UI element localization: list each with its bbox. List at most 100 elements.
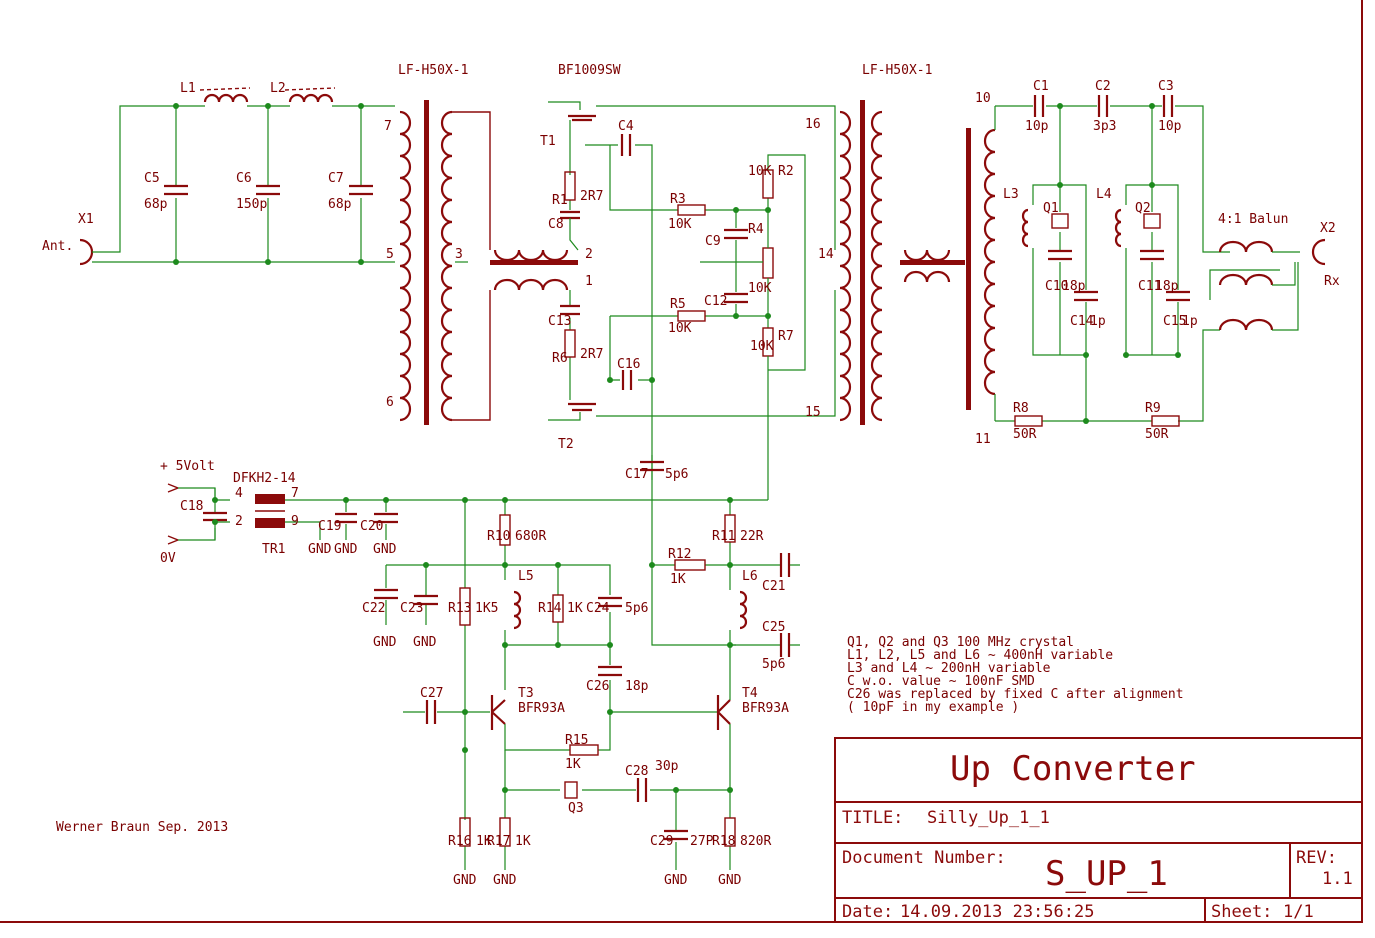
label-r9: R9 xyxy=(1145,401,1161,416)
title-block-date-value: 14.09.2013 23:56:25 xyxy=(900,902,1094,922)
transformer-right xyxy=(839,100,996,425)
label-c16: C16 xyxy=(617,357,640,372)
label-c24-value: 5p6 xyxy=(625,601,648,616)
pin-number: 4 xyxy=(235,486,243,501)
label-r18-value: 820R xyxy=(740,834,771,849)
label-c17: C17 xyxy=(625,467,648,482)
label-r11-value: 22R xyxy=(740,529,764,544)
label-r16-value: 1K xyxy=(476,834,492,849)
label-c28: C28 xyxy=(625,764,648,779)
title-block-sheet-label: Sheet: xyxy=(1211,902,1272,922)
label-r14: R14 xyxy=(538,601,562,616)
label-r2: R2 xyxy=(778,164,794,179)
label-c1: C1 xyxy=(1033,79,1049,94)
label-t4-value: BFR93A xyxy=(742,701,789,716)
label-c24: C24 xyxy=(586,601,610,616)
label-r17: R17 xyxy=(487,834,510,849)
label-c10: C10 xyxy=(1045,279,1068,294)
label-r13-value: 1K5 xyxy=(475,601,498,616)
label-r4: R4 xyxy=(748,222,764,237)
label-r8-value: 50R xyxy=(1013,427,1037,442)
pin-number: 7 xyxy=(384,119,392,134)
label-transformer-left: LF-H50X-1 xyxy=(398,63,468,78)
oscillator xyxy=(374,497,800,870)
pin-number: 10 xyxy=(975,91,991,106)
capacitor-c6 xyxy=(256,184,280,196)
label-x1: X1 xyxy=(78,212,94,227)
label-r12: R12 xyxy=(668,547,691,562)
label-c3: C3 xyxy=(1158,79,1174,94)
inductor-l1 xyxy=(203,93,249,103)
gnd-label: GND xyxy=(334,542,358,557)
label-l2: L2 xyxy=(270,81,286,96)
label-tr1: TR1 xyxy=(262,542,285,557)
notes-block: Q1, Q2 and Q3 100 MHz crystal L1, L2, L5… xyxy=(847,635,1184,715)
label-r1: R1 xyxy=(552,193,568,208)
label-r6: R6 xyxy=(552,351,568,366)
label-c28-value: 30p xyxy=(655,759,679,774)
label-t3-value: BFR93A xyxy=(518,701,565,716)
pin-number: 15 xyxy=(805,405,821,420)
label-c25-value: 5p6 xyxy=(762,657,785,672)
label-r5: R5 xyxy=(670,297,686,312)
label-c5: C5 xyxy=(144,171,160,186)
label-r12-value: 1K xyxy=(670,572,686,587)
title-block-rev-label: REV: xyxy=(1296,848,1337,868)
author-note: Werner Braun Sep. 2013 xyxy=(56,820,228,835)
gnd-label: GND xyxy=(493,873,517,888)
label-c19: C19 xyxy=(318,519,341,534)
label-c7: C7 xyxy=(328,171,344,186)
inductor-l2 xyxy=(288,93,334,103)
input-filter xyxy=(79,87,395,266)
label-c14: C14 xyxy=(1070,314,1094,329)
label-ant: Ant. xyxy=(42,239,73,254)
label-c1-value: 10p xyxy=(1025,119,1049,134)
label-c22: C22 xyxy=(362,601,385,616)
label-c4: C4 xyxy=(618,119,634,134)
transformer-left xyxy=(399,100,578,425)
pin-number: 6 xyxy=(386,395,394,410)
label-c8: C8 xyxy=(548,217,564,232)
gnd-label: GND xyxy=(373,542,397,557)
label-l3: L3 xyxy=(1003,187,1019,202)
label-t4: T4 xyxy=(742,686,758,701)
pin-number: 14 xyxy=(818,247,834,262)
label-0v: 0V xyxy=(160,551,176,566)
label-plus5: + 5Volt xyxy=(160,459,215,474)
title-block-doc-label: Document Number: xyxy=(842,848,1006,868)
note-line: C w.o. value ~ 100nF SMD xyxy=(847,674,1035,689)
label-r2-value: 10K xyxy=(748,164,772,179)
label-c26-value: 18p xyxy=(625,679,649,694)
label-r7: R7 xyxy=(778,329,794,344)
label-c29: C29 xyxy=(650,834,673,849)
label-dfkh: DFKH2-14 xyxy=(233,471,296,486)
label-c7-value: 68p xyxy=(328,197,352,212)
note-line: L1, L2, L5 and L6 ~ 400nH variable xyxy=(847,648,1113,663)
label-transformer-right: LF-H50X-1 xyxy=(862,63,932,78)
label-c6: C6 xyxy=(236,171,252,186)
label-c20: C20 xyxy=(360,519,383,534)
capacitor-c5 xyxy=(164,184,188,196)
label-c13: C13 xyxy=(548,314,571,329)
label-c2-value: 3p3 xyxy=(1093,119,1116,134)
label-c14-value: 1p xyxy=(1090,314,1106,329)
label-r5-value: 10K xyxy=(668,321,692,336)
note-line: ( 10pF in my example ) xyxy=(847,700,1019,715)
label-c9: C9 xyxy=(705,234,721,249)
label-r9-value: 50R xyxy=(1145,427,1169,442)
label-c21: C21 xyxy=(762,579,785,594)
title-block-heading: Up Converter xyxy=(950,749,1196,789)
part-labels: X1 Ant. L1 L2 C5 68p C6 150p C7 68p LF-H… xyxy=(42,63,1340,888)
note-line: Q1, Q2 and Q3 100 MHz crystal xyxy=(847,635,1074,650)
label-c15-value: 1p xyxy=(1182,314,1198,329)
note-line: C26 was replaced by fixed C after alignm… xyxy=(847,687,1184,702)
label-c6-value: 150p xyxy=(236,197,267,212)
label-c5-value: 68p xyxy=(144,197,168,212)
gnd-label: GND xyxy=(718,873,742,888)
pin-number: 3 xyxy=(455,247,463,262)
label-c27: C27 xyxy=(420,686,443,701)
label-r7-value: 10K xyxy=(750,339,774,354)
pin-number: 11 xyxy=(975,432,991,447)
label-c12: C12 xyxy=(704,294,727,309)
label-rx: Rx xyxy=(1324,274,1340,289)
